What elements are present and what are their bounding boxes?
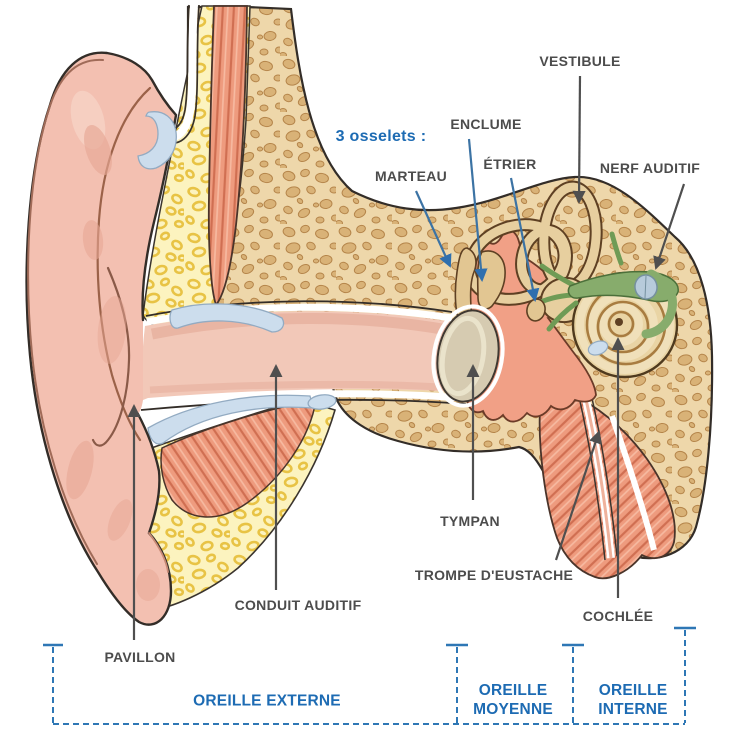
nerf-auditif-arrow xyxy=(653,183,686,270)
label-cochlee: COCHLÉE xyxy=(582,608,654,624)
enclume-arrow xyxy=(467,138,488,282)
auricular-muscle-shape xyxy=(160,399,317,518)
region-brackets xyxy=(43,626,696,725)
pinna-shading xyxy=(66,90,160,601)
label-tympan: TYMPAN xyxy=(440,513,500,529)
label-pavillon: PAVILLON xyxy=(104,649,176,665)
auditory-nerve-shape xyxy=(531,231,679,356)
label-vestibule: VESTIBULE xyxy=(539,53,621,69)
trompe-eustache-arrow xyxy=(554,430,602,561)
spiral-ganglion-shape xyxy=(634,274,658,300)
etrier-arrow xyxy=(509,177,540,302)
leader-lines xyxy=(127,75,686,640)
pinna-shape xyxy=(25,51,178,626)
label-marteau: MARTEAU xyxy=(374,168,448,184)
label-3-osselets: 3 osselets : xyxy=(335,128,427,145)
label-conduit-auditif: CONDUIT AUDITIF xyxy=(234,597,362,613)
vestibule-arrow xyxy=(572,75,586,204)
pinna-cartilage-shape xyxy=(137,111,177,170)
label-etrier: ÉTRIER xyxy=(483,156,537,172)
label-oreille-externe: OREILLE EXTERNE xyxy=(193,692,341,710)
round-window-shape xyxy=(587,340,609,356)
label-oreille-interne: OREILLE INTERNE xyxy=(598,682,668,718)
label-nerf-auditif: NERF AUDITIF xyxy=(599,160,701,176)
incus-shape xyxy=(476,250,506,310)
marteau-arrow xyxy=(414,190,452,268)
cartilage-pieces xyxy=(147,303,337,445)
label-trompe-eustache: TROMPE D'EUSTACHE xyxy=(414,567,574,583)
tympanic-membrane-shape xyxy=(431,304,505,408)
label-oreille-moyenne: OREILLE MOYENNE xyxy=(473,682,553,718)
label-enclume: ENCLUME xyxy=(450,116,522,132)
